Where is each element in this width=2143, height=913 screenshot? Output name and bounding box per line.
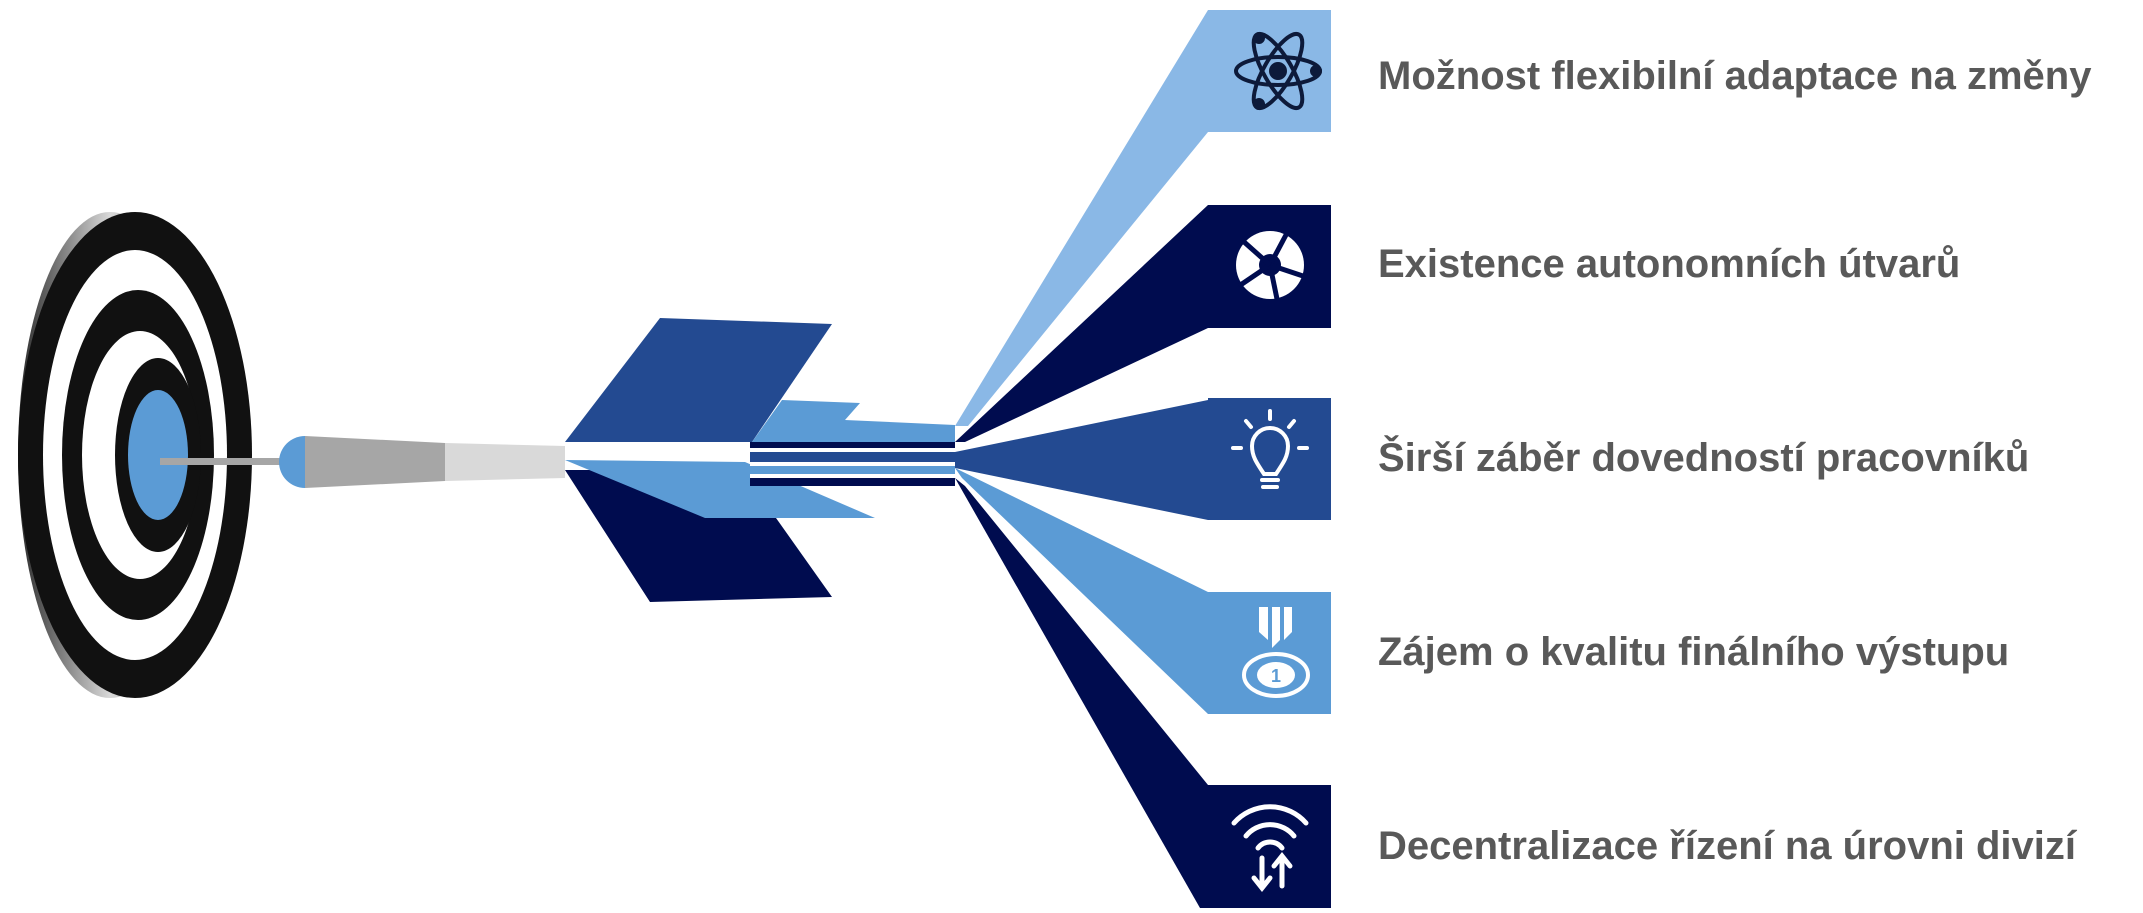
dart-fin-top-dark xyxy=(565,318,832,442)
dart-needle xyxy=(160,458,295,465)
target-bullseye xyxy=(128,390,188,520)
svg-text:1: 1 xyxy=(1271,666,1281,686)
signal-transfer-icon xyxy=(1231,804,1309,893)
icon-boxes xyxy=(1208,10,1331,908)
lightbulb-icon xyxy=(1231,409,1309,489)
shaft-stripe-1 xyxy=(750,442,955,448)
ribbon-4 xyxy=(955,468,1208,714)
ribbon-5 xyxy=(955,478,1208,908)
dart-tip xyxy=(279,436,305,488)
item-5-label: Decentralizace řízení na úrovni divizí xyxy=(1378,824,2077,868)
item-2-label: Existence autonomních útvarů xyxy=(1378,242,1961,286)
shaft-stripe-3 xyxy=(750,466,955,474)
icon-box-5 xyxy=(1208,785,1331,908)
ribbon-2 xyxy=(955,205,1208,442)
dart-fin-bottom-light xyxy=(565,460,875,518)
shaft-stripe-4 xyxy=(750,478,955,486)
item-4-label: Zájem o kvalitu finálního výstupu xyxy=(1378,630,2010,674)
target xyxy=(18,212,252,698)
camera-aperture-icon xyxy=(1236,231,1304,300)
medal-icon: 1 xyxy=(1242,607,1310,698)
shaft-gap-3 xyxy=(750,474,955,478)
dart-barrel-light xyxy=(445,443,565,481)
fan-ribbons xyxy=(955,10,1208,908)
shaft-gap-2 xyxy=(750,462,955,466)
item-3-label: Širší záběr dovedností pracovníků xyxy=(1378,436,2030,480)
shaft-gap-1 xyxy=(750,448,955,452)
atom-icon xyxy=(1234,31,1322,111)
ribbon-3 xyxy=(955,400,1208,520)
dart-barrel-dark xyxy=(305,436,445,488)
ribbon-1 xyxy=(955,10,1208,426)
shaft-stripe-2 xyxy=(750,452,955,462)
dart xyxy=(160,318,955,602)
dart-fin-top-light xyxy=(752,400,955,442)
item-1-label: Možnost flexibilní adaptace na změny xyxy=(1378,54,2092,98)
